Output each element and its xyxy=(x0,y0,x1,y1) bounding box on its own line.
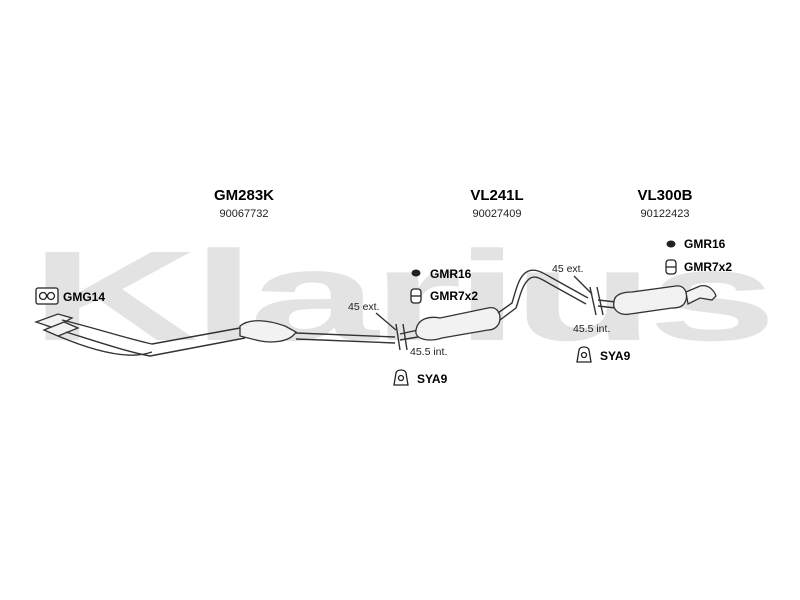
section-number-rear-silencer: 90122423 xyxy=(641,208,690,220)
gasket-icon xyxy=(35,287,59,305)
rear-clamp-label: GMR16 xyxy=(684,237,726,251)
mid-rubber-mount-icon xyxy=(410,288,422,304)
rear-rubber-mount-icon xyxy=(665,259,677,275)
rear-ext-dimension: 45 ext. xyxy=(552,263,584,275)
front-joint-lead xyxy=(375,312,397,331)
front-joint-marks xyxy=(395,323,408,351)
mid-rubber-mount-label: GMR7x2 xyxy=(430,289,478,303)
rear-int-dimension: 45.5 int. xyxy=(573,323,610,335)
front-ext-dimension: 45 ext. xyxy=(348,301,380,313)
rear-silencer-drawing xyxy=(597,284,717,316)
rear-hanger-label: SYA9 xyxy=(600,349,631,363)
section-number-middle-silencer: 90027409 xyxy=(473,208,522,220)
section-code-front-pipe: GM283K xyxy=(214,187,274,204)
rear-joint-lead xyxy=(573,275,593,295)
section-code-rear-silencer: VL300B xyxy=(637,187,692,204)
front-pipe-drawing xyxy=(34,313,396,357)
mid-clamp-icon xyxy=(411,269,421,277)
section-number-front-pipe: 90067732 xyxy=(220,208,269,220)
middle-silencer-drawing xyxy=(399,269,589,341)
front-int-dimension: 45.5 int. xyxy=(410,346,447,358)
rear-hanger-icon xyxy=(576,346,592,363)
mid-clamp-label: GMR16 xyxy=(430,267,472,281)
mid-hanger-label: SYA9 xyxy=(417,372,448,386)
gasket-label: GMG14 xyxy=(63,290,105,304)
rear-clamp-icon xyxy=(666,240,676,248)
section-code-middle-silencer: VL241L xyxy=(470,187,523,204)
mid-hanger-icon xyxy=(393,369,409,386)
rear-joint-marks xyxy=(589,286,604,316)
rear-rubber-mount-label: GMR7x2 xyxy=(684,260,732,274)
